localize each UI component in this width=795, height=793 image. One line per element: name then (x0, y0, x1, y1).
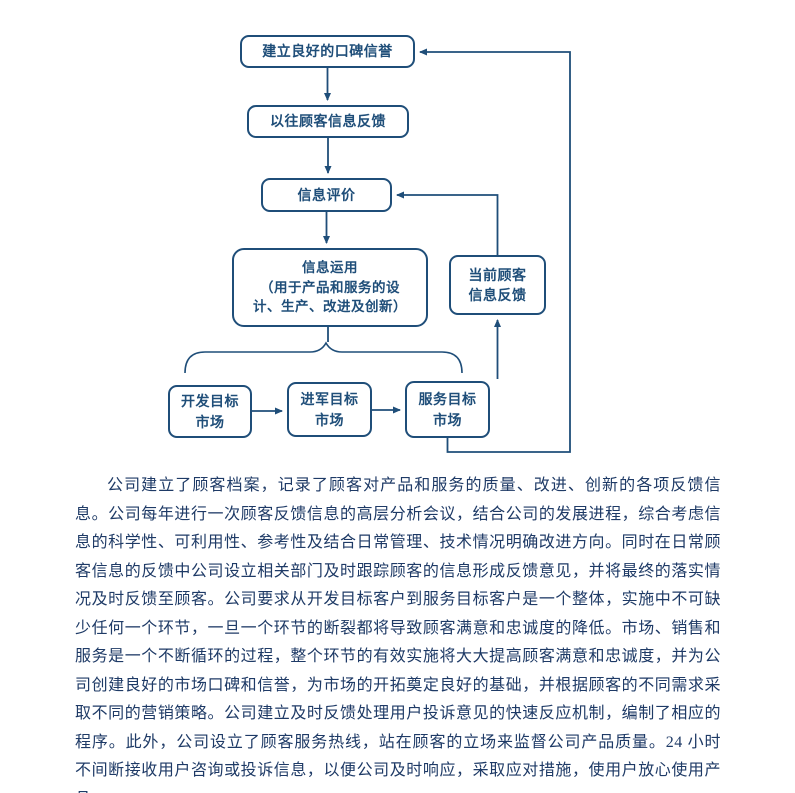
customer-feedback-flowchart: 建立良好的口碑信誉 以往顾客信息反馈 信息评价 信息运用 （用于产品和服务的设 … (168, 35, 571, 453)
arrow-current-to-evaluation (396, 191, 499, 255)
node-enter-target-market: 进军目标 市场 (287, 382, 372, 437)
node-information-usage: 信息运用 （用于产品和服务的设 计、生产、改进及创新） (232, 248, 428, 327)
flowchart-connectors (184, 48, 571, 453)
brace-markets (184, 341, 463, 374)
node-past-feedback: 以往顾客信息反馈 (247, 105, 409, 138)
node-service-target-market: 服务目标 市场 (405, 381, 490, 438)
body-paragraph: 公司建立了顾客档案，记录了顾客对产品和服务的质量、改进、创新的各项反馈信息。公司… (75, 477, 721, 793)
node-develop-target-market: 开发目标 市场 (168, 385, 252, 438)
node-current-feedback: 当前顾客 信息反馈 (449, 255, 546, 315)
node-reputation: 建立良好的口碑信誉 (240, 35, 415, 68)
node-information-evaluation: 信息评价 (261, 178, 392, 212)
